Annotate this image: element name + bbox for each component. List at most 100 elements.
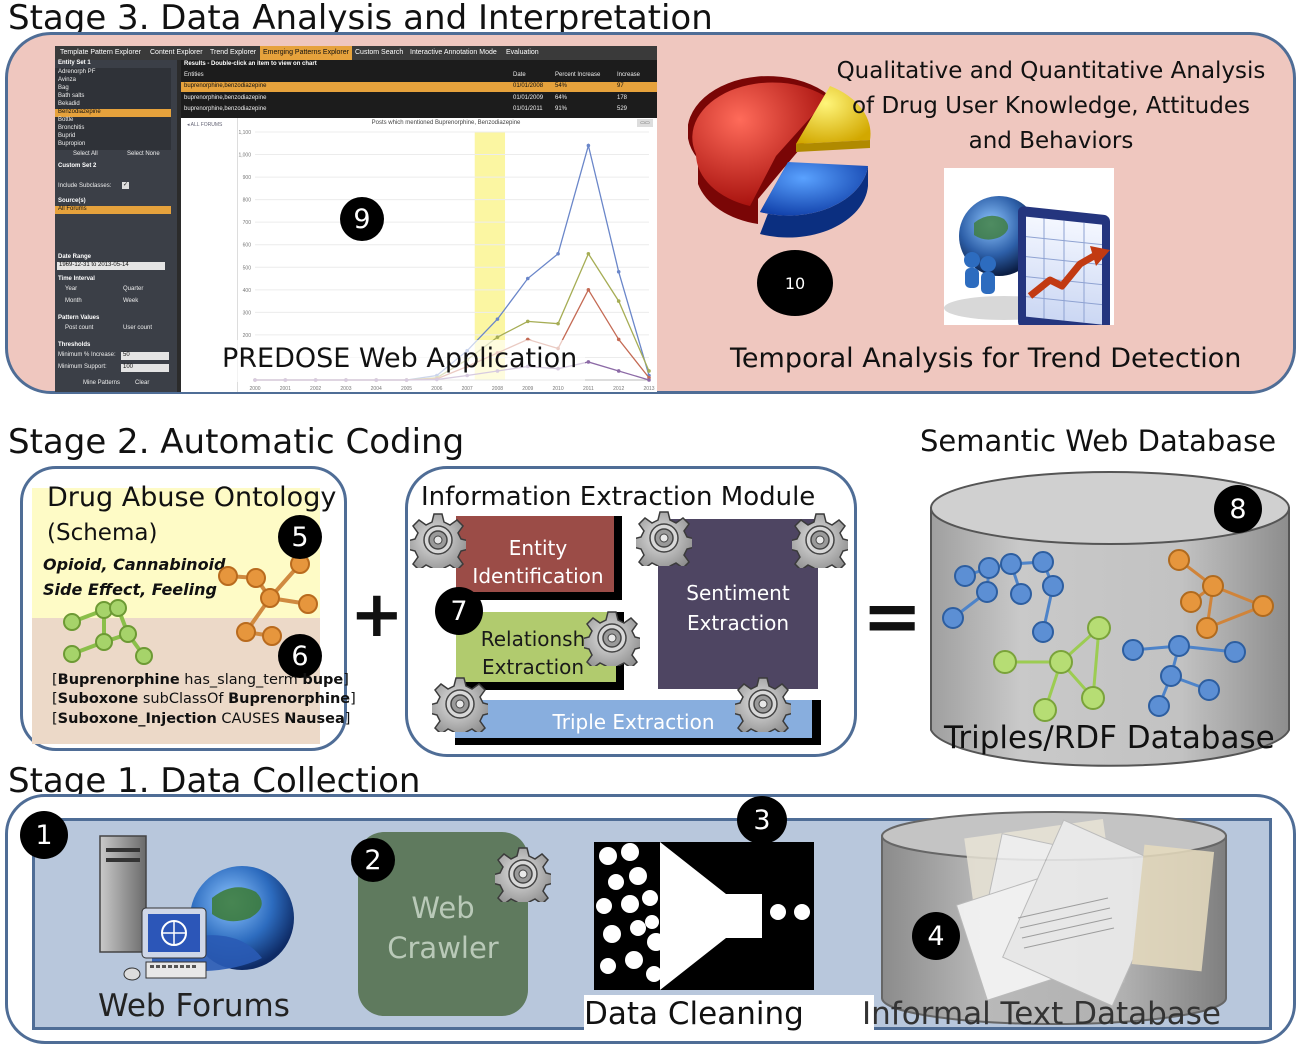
badge-1: 1 [20,811,68,859]
data-point [525,276,530,281]
entity-item[interactable]: Adrenorph PF [58,69,96,75]
min-support-input[interactable] [121,364,169,372]
tab-annotation-mode[interactable]: Interactive Annotation Mode [410,49,497,56]
analysis-line-2: of Drug User Knowledge, Attitudes [851,93,1250,119]
date-range-header: Date Range [58,254,92,260]
data-cleaning-backdrop [584,995,874,1035]
gear-icon [792,513,848,568]
triple-3-object: Nausea [284,711,345,727]
data-cleaning-label: Data Cleaning [584,996,804,1032]
plus-sign: + [350,578,404,652]
clear-button[interactable]: Clear [135,380,150,386]
radio-month[interactable]: Month [65,298,82,304]
triple-1-subject: Buprenorphine [57,672,180,688]
highlight-band [474,132,506,380]
date-range-input[interactable] [57,262,165,270]
gear-icon [584,611,640,666]
x-tick-label: 2005 [401,386,412,392]
tab-custom-search[interactable]: Custom Search [355,49,404,56]
web-crawler-label: Web Crawler [358,888,528,968]
entity-item[interactable]: Bottle [58,117,74,123]
entity-item[interactable]: Buprid [58,133,76,139]
equals-sign: = [862,574,923,658]
radio-user-count[interactable]: User count [123,325,153,331]
x-tick-label: 2010 [553,386,564,392]
rdf-database-cylinder [930,471,1290,767]
min-increase-input[interactable] [121,352,169,360]
entity-item[interactable]: Bekadid [58,101,80,107]
analysis-line-3: and Behaviors [968,128,1134,154]
select-none-button[interactable]: Select None [127,151,160,157]
data-point [525,319,530,324]
ontology-classes-2: Side Effect, Feeling [43,580,217,599]
data-point [495,335,500,339]
data-point [556,251,560,256]
cell: buprenorphine,benzodiazepine [184,106,267,112]
triple-2-object: Buprenorphine [228,691,351,707]
analysis-text: Qualitative and Quantitative Analysis of… [818,54,1284,159]
cell: 529 [617,106,628,112]
x-tick-label: 2001 [280,386,291,392]
tab-trend-explorer[interactable]: Trend Explorer [210,49,257,56]
thresholds-header: Thresholds [58,342,91,348]
entity-item[interactable]: Bath salts [58,93,85,99]
radio-week[interactable]: Week [123,298,139,304]
badge-6: 6 [278,634,322,678]
entity-item[interactable]: Bupropion [58,141,86,147]
legend-item[interactable]: ◂ ALL FORUMS [187,122,223,128]
tab-template-pattern[interactable]: Template Pattern Explorer [60,49,141,56]
sentiment-label: Sentiment Extraction [658,578,818,638]
tab-content-explorer[interactable]: Content Explorer [150,49,203,56]
triple-1-object: bupe [302,672,344,688]
select-all-button[interactable]: Select All [73,151,98,157]
entity-item[interactable]: Bag [58,85,69,91]
sources-header: Source(s) [58,198,86,204]
chart-print-icon[interactable]: ▭▭ [637,119,653,127]
x-tick-label: 2000 [249,386,260,392]
cell: buprenorphine,benzodiazepine [184,95,267,101]
date-range-value: 1969-12-31 to 2013-05-14 [59,262,129,268]
y-tick-label: 500 [243,265,252,271]
data-point [647,378,651,382]
app-caption: PREDOSE Web Application [222,343,578,374]
stage3-title: Stage 3. Data Analysis and Interpretatio… [8,0,713,38]
source-item[interactable]: All Forums [58,206,87,212]
entity-item[interactable]: Bronchitis [58,125,85,131]
x-tick-label: 2002 [310,386,321,392]
analysis-line-1: Qualitative and Quantitative Analysis [836,58,1266,84]
min-support-value: 100 [123,364,134,370]
cell: 54% [555,83,568,89]
radio-year[interactable]: Year [65,286,78,292]
data-point [616,337,621,342]
cell: 01/01/2011 [513,106,543,112]
tab-evaluation[interactable]: Evaluation [506,49,539,56]
triple-extraction-label: Triple Extraction [552,710,715,734]
tab-emerging-patterns[interactable]: Emerging Patterns Explorer [260,46,352,60]
include-subclasses-checkbox[interactable]: ✓ [122,182,129,189]
informal-text-db-icon [881,811,1227,1025]
cell: 01/01/2008 [513,83,544,89]
cell: 97 [617,83,624,89]
x-tick-label: 2012 [613,386,624,392]
data-point [616,369,621,373]
table-row-selected[interactable] [181,82,657,92]
entity-list: Adrenorph PF Avinza Bag Bath salts Bekad… [55,68,171,150]
radio-quarter[interactable]: Quarter [123,286,144,292]
entity-item[interactable]: Avinza [58,77,76,83]
y-tick-label: 300 [243,310,252,316]
min-increase-value: 50 [123,352,130,358]
entity-item[interactable]: Benzodiazepine [58,109,101,115]
triple-2-subject: Suboxone [57,691,139,707]
min-increase-label: Minimum % Increase: [58,352,116,358]
mine-patterns-button[interactable]: Mine Patterns [83,380,121,386]
y-tick-label: 600 [243,243,252,249]
iem-title: Information Extraction Module [421,482,816,512]
chart-legend-panel: ◂ ALL FORUMS [181,118,238,392]
source-selected[interactable] [55,206,171,214]
triple-3-predicate: CAUSES [221,711,280,727]
entity-item-selected[interactable] [55,109,171,117]
stage2-title: Stage 2. Automatic Coding [8,422,465,462]
radio-post-count[interactable]: Post count [65,325,94,331]
triple-2-predicate: subClassOf [142,691,224,707]
min-support-label: Minimum Support: [58,364,107,370]
